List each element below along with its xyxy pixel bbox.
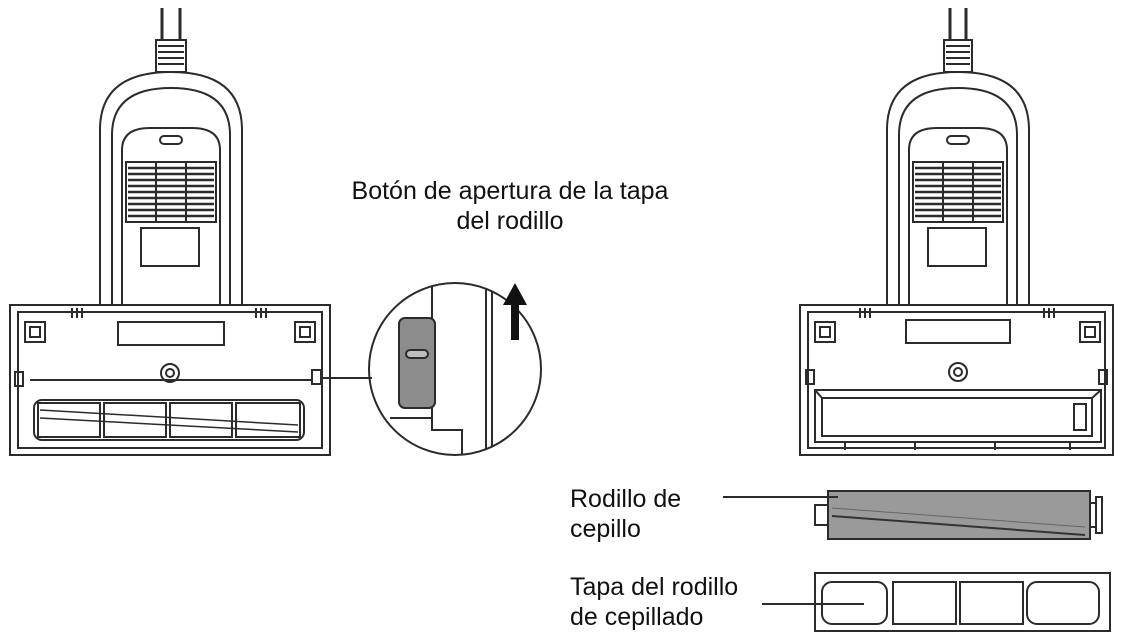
label-roller-cover-line1: Tapa del rodillo: [570, 573, 739, 601]
roller-cover-closed: [33, 399, 305, 441]
roller-cover-part: [814, 572, 1111, 632]
brush-roller-part: [814, 490, 1103, 540]
vent-grille-right: [912, 161, 1004, 223]
label-brush-roller: Rodillo de cepillo: [570, 484, 730, 544]
vent-grille: [125, 161, 217, 223]
center-screw: [160, 363, 180, 383]
power-cable-right: [943, 8, 973, 73]
label-cover-button-line1: Botón de apertura de la tapa: [351, 177, 669, 205]
cover-release-button-zoom: [398, 317, 436, 409]
label-cover-button-line2: del rodillo: [456, 207, 564, 235]
device-open-view: [799, 8, 1114, 456]
device-closed-view: [9, 8, 331, 456]
label-brush-roller-line2: cepillo: [570, 515, 641, 543]
arrow-up-icon: [503, 283, 527, 340]
label-roller-cover: Tapa del rodillo de cepillado: [570, 572, 770, 632]
roller-bay-open: [814, 389, 1102, 450]
zoom-detail: [368, 282, 542, 456]
power-cable: [155, 8, 187, 73]
label-roller-cover-line2: de cepillado: [570, 603, 704, 631]
label-brush-roller-line1: Rodillo de: [570, 485, 682, 513]
label-cover-button: Botón de apertura de la tapa del rodillo: [270, 176, 750, 236]
